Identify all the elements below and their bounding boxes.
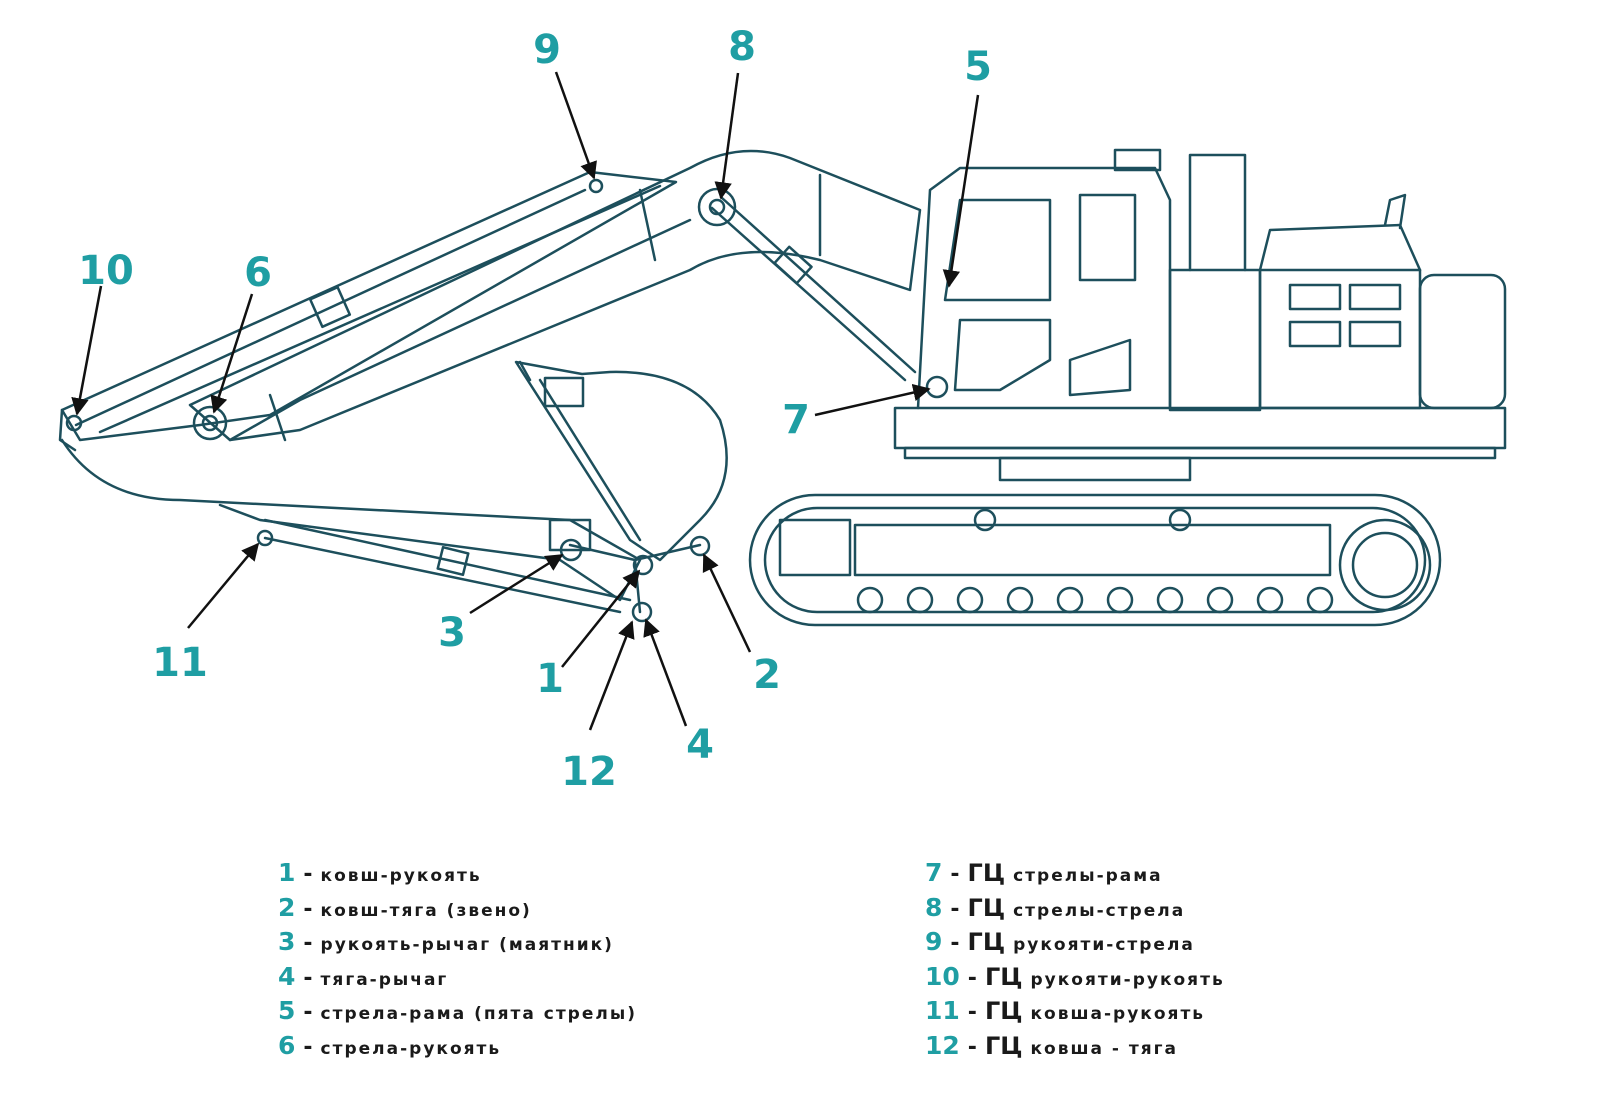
bucket — [514, 360, 728, 562]
legend-num: 6 — [278, 1030, 296, 1060]
legend-item-8: 8-ГЦ стрелы-стрела — [925, 893, 1225, 928]
legend-text: рукояти-стрела — [1013, 935, 1195, 955]
legend-num: 3 — [278, 927, 296, 956]
legend-num: 8 — [925, 892, 943, 922]
legend-gc: ГЦ — [984, 1031, 1023, 1060]
callout-arrows — [71, 71, 980, 731]
legend-dash: - — [303, 1000, 313, 1025]
legend-item-3: 3-рукоять-рычаг (маятник) — [278, 927, 637, 962]
legend-dash: - — [950, 862, 960, 887]
upper-structure — [893, 148, 1507, 482]
legend-num: 5 — [278, 996, 296, 1025]
legend-num: 4 — [278, 961, 296, 991]
legend-dash: - — [950, 931, 960, 956]
legend-item-12: 12-ГЦ ковша - тяга — [925, 1031, 1225, 1066]
legend-num: 2 — [278, 892, 296, 922]
callout-4: 4 — [686, 722, 714, 768]
legend-dash: - — [967, 965, 977, 991]
legend-dash: - — [967, 1034, 977, 1060]
legend-text: стрела-рама (пята стрелы) — [320, 1004, 637, 1024]
legend-num: 7 — [925, 858, 943, 887]
legend-gc: ГЦ — [984, 997, 1023, 1025]
legend-dash: - — [303, 1034, 313, 1060]
legend-text: тяга-рычаг — [320, 969, 449, 990]
legend-num: 9 — [925, 927, 943, 956]
boom-cylinder — [710, 196, 917, 382]
callout-12: 12 — [561, 749, 617, 795]
callout-8: 8 — [728, 24, 756, 70]
legend-num: 1 — [278, 858, 296, 887]
legend-item-1: 1-ковш-рукоять — [278, 858, 637, 893]
pin-joints — [65, 178, 949, 623]
legend-dash: - — [303, 862, 313, 887]
callout-10: 10 — [78, 248, 134, 294]
legend-item-4: 4-тяга-рычаг — [278, 962, 637, 997]
legend-gc: ГЦ — [967, 928, 1006, 956]
legend-item-6: 6-стрела-рукоять — [278, 1031, 637, 1066]
legend-text: стрелы-рама — [1013, 866, 1163, 886]
lower-arm — [60, 438, 642, 614]
legend-dash: - — [303, 931, 313, 956]
legend-item-7: 7-ГЦ стрелы-рама — [925, 858, 1225, 893]
legend-item-2: 2-ковш-тяга (звено) — [278, 893, 637, 928]
excavator-diagram — [58, 71, 1507, 731]
legend-num: 12 — [925, 1030, 960, 1060]
callout-2: 2 — [753, 652, 781, 698]
legend-text: ковша - тяга — [1030, 1038, 1179, 1059]
stick-arm — [58, 170, 678, 452]
callout-5: 5 — [964, 44, 992, 90]
excavator-drawing — [58, 148, 1507, 627]
callout-6: 6 — [244, 250, 272, 296]
legend-text: ковш-рукоять — [320, 866, 482, 886]
callout-3: 3 — [438, 610, 466, 656]
legend-text: стрелы-стрела — [1013, 900, 1186, 921]
legend-gc: ГЦ — [967, 893, 1006, 922]
boom — [188, 149, 922, 442]
legend-dash: - — [950, 896, 960, 922]
legend-left: 1-ковш-рукоять 2-ковш-тяга (звено) 3-рук… — [278, 858, 637, 1065]
legend-text: ковша-рукоять — [1030, 1004, 1206, 1024]
legend-num: 10 — [925, 961, 960, 991]
legend-dash: - — [967, 1000, 977, 1025]
legend-dash: - — [303, 896, 313, 922]
legend-text: ковш-тяга (звено) — [320, 900, 532, 921]
legend-item-10: 10-ГЦ рукояти-рукоять — [925, 962, 1225, 997]
callout-9: 9 — [533, 27, 561, 73]
legend-num: 11 — [925, 996, 960, 1025]
callout-1: 1 — [536, 656, 564, 702]
callout-11: 11 — [152, 640, 208, 686]
legend-dash: - — [303, 965, 313, 991]
legend-item-5: 5-стрела-рама (пята стрелы) — [278, 996, 637, 1031]
legend-text: рукоять-рычаг (маятник) — [320, 935, 614, 955]
undercarriage — [748, 493, 1442, 627]
legend-item-9: 9-ГЦ рукояти-стрела — [925, 927, 1225, 962]
legend-text: рукояти-рукоять — [1030, 969, 1225, 990]
legend-gc: ГЦ — [967, 859, 1006, 887]
legend-gc: ГЦ — [984, 962, 1023, 991]
callout-7: 7 — [782, 397, 810, 443]
legend-item-11: 11-ГЦ ковша-рукоять — [925, 996, 1225, 1031]
legend-text: стрела-рукоять — [320, 1038, 502, 1059]
